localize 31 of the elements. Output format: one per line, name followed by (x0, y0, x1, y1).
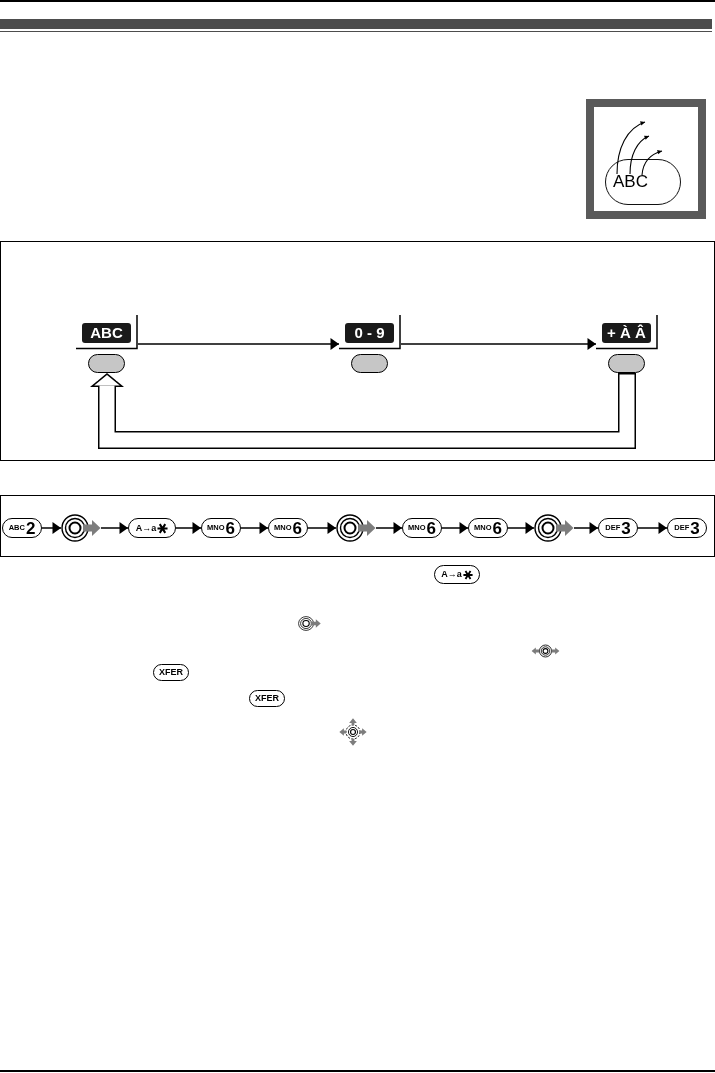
arrow (507, 522, 535, 534)
arrow (573, 522, 599, 534)
arrow (175, 522, 202, 534)
arrow (400, 338, 597, 350)
arrow (441, 522, 469, 534)
keypad-key (128, 518, 176, 538)
icon-frame (586, 99, 706, 219)
arrow (240, 522, 269, 534)
ring-arrow-icon (336, 512, 376, 544)
soft-key (76, 315, 138, 373)
softkey-label: 0 - 9 (345, 323, 394, 343)
soft-key (339, 315, 401, 373)
arrow (137, 338, 340, 350)
keypad-key: XFER (153, 664, 189, 681)
ring-arrow-icon (61, 512, 101, 544)
ring-arrow-icon (534, 512, 574, 544)
key-label: A→a (135, 523, 157, 533)
soft-key (596, 315, 658, 373)
softkey-label: ABC (82, 323, 131, 343)
arrow (100, 522, 129, 534)
keypad-key: XFER (249, 690, 285, 707)
arrow (637, 522, 668, 534)
oval-frame: ABC (605, 159, 681, 205)
key-label: A→a (441, 570, 462, 579)
arrow (375, 522, 403, 534)
keypad-key (434, 565, 480, 584)
panel-frame (0, 495, 715, 557)
arrow (41, 522, 62, 534)
softkey-label: + À Â (602, 323, 651, 343)
panel-frame (0, 241, 715, 461)
arrow (307, 522, 337, 534)
